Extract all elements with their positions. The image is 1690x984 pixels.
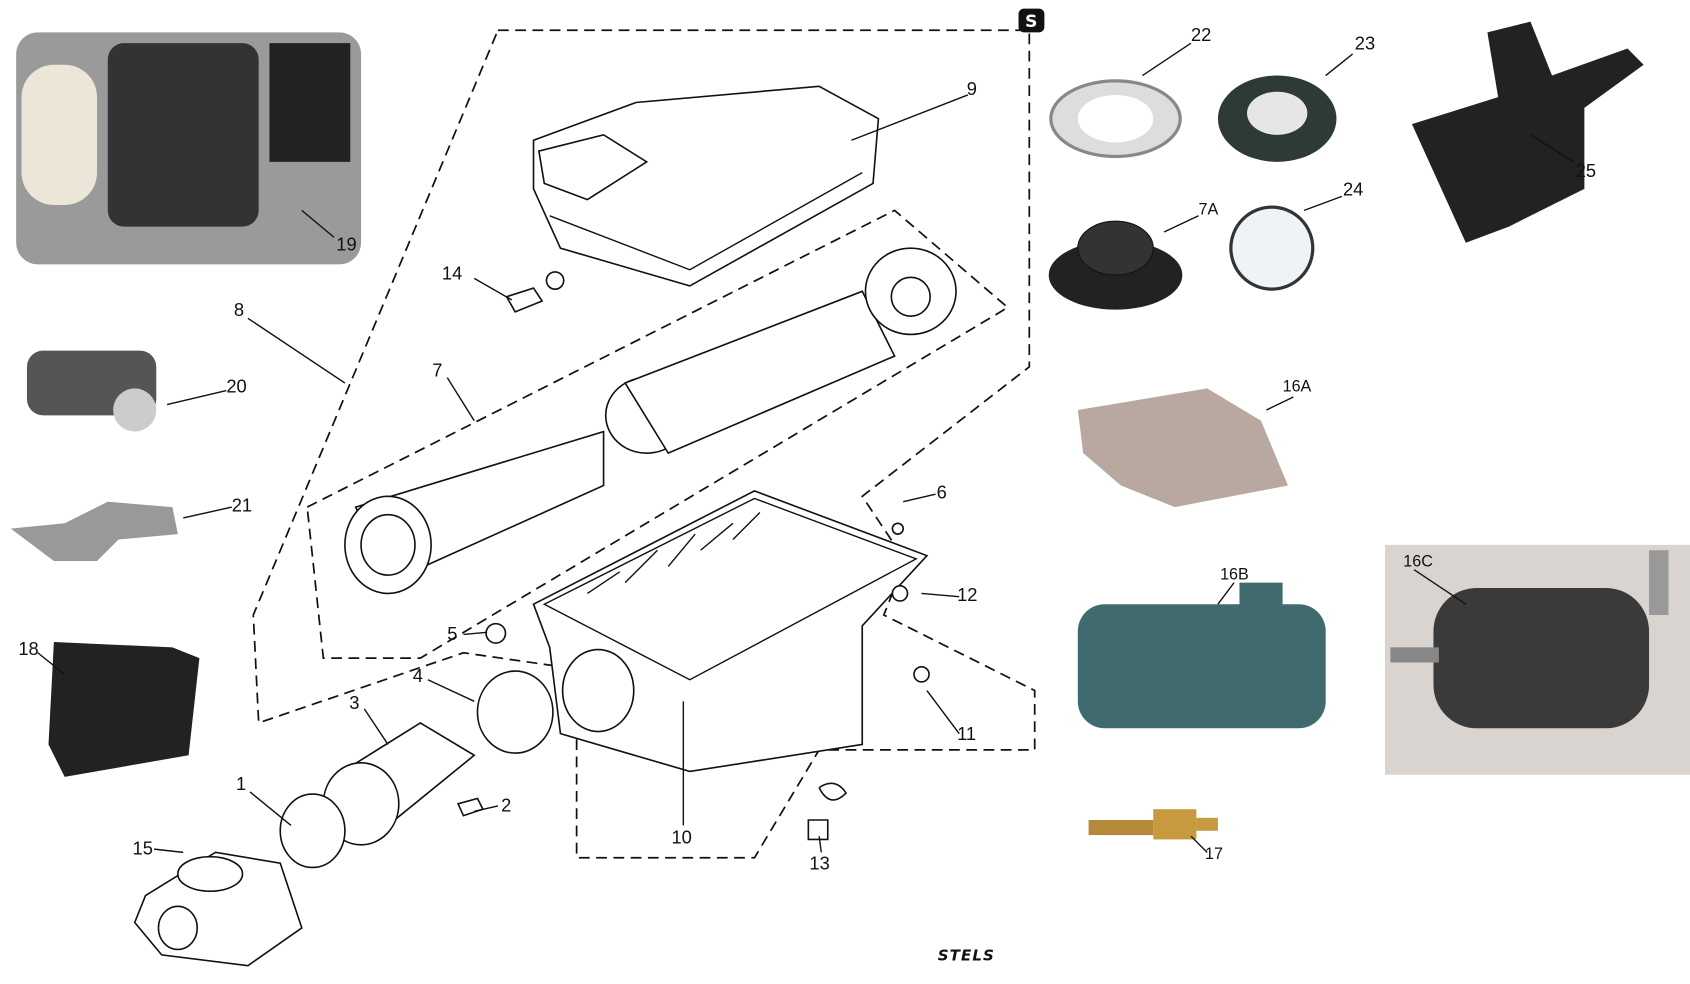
callout-7: 7 <box>432 360 442 381</box>
gasket-22 <box>1049 79 1182 159</box>
callout-6: 6 <box>937 481 947 502</box>
callout-4: 4 <box>413 665 423 686</box>
callout-labels: 22 23 25 24 7A 9 19 14 8 7 20 16A 6 21 1… <box>18 24 1596 874</box>
boot-photo-18 <box>48 641 200 777</box>
callout-1: 1 <box>236 773 246 794</box>
callout-17: 17 <box>1205 845 1223 863</box>
intake-boot <box>279 271 930 869</box>
carburetor <box>133 851 303 967</box>
throttle-body-photo <box>16 32 362 265</box>
callout-16B: 16B <box>1220 565 1249 583</box>
bracket-25 <box>1411 21 1644 243</box>
callout-9: 9 <box>967 78 977 99</box>
brand-logo: STELS <box>938 946 995 964</box>
callout-19: 19 <box>336 233 356 254</box>
callout-2: 2 <box>501 794 511 815</box>
injector-photo <box>26 350 157 432</box>
fuel-pump-16C-photo <box>1384 544 1690 775</box>
assembly-outline <box>252 29 1036 859</box>
callout-14: 14 <box>442 262 462 283</box>
callout-8: 8 <box>234 299 244 320</box>
air-box <box>532 490 929 773</box>
fuel-pump-16B <box>1077 582 1326 729</box>
duct-7A <box>1048 220 1183 310</box>
callout-25: 25 <box>1576 160 1596 181</box>
fitting-17 <box>1088 809 1218 840</box>
callout-5: 5 <box>447 623 457 644</box>
callout-20: 20 <box>226 376 246 397</box>
callout-22: 22 <box>1191 24 1211 45</box>
callout-16A: 16A <box>1283 378 1312 396</box>
leader-lines <box>37 42 1574 854</box>
callout-24: 24 <box>1343 178 1363 199</box>
callout-7A: 7A <box>1199 201 1219 219</box>
flange-23 <box>1217 75 1337 162</box>
callout-16C: 16C <box>1403 552 1433 570</box>
callout-13: 13 <box>809 853 829 874</box>
element-outline <box>306 209 1010 660</box>
svg-text:S: S <box>1025 12 1037 32</box>
air-cleaner-cover <box>532 85 880 287</box>
bracket-photo-21 <box>10 501 178 562</box>
callout-12: 12 <box>957 584 977 605</box>
callout-18: 18 <box>18 638 38 659</box>
fuel-pump-16A <box>1077 388 1288 508</box>
oring-24 <box>1229 205 1315 291</box>
callout-21: 21 <box>232 494 252 515</box>
air-filter-element <box>344 247 957 595</box>
callout-15: 15 <box>133 838 153 859</box>
section-mark-icon: S <box>1018 8 1045 33</box>
callout-23: 23 <box>1355 33 1375 54</box>
callout-3: 3 <box>349 692 359 713</box>
callout-10: 10 <box>671 827 691 848</box>
callout-11: 11 <box>957 723 976 744</box>
